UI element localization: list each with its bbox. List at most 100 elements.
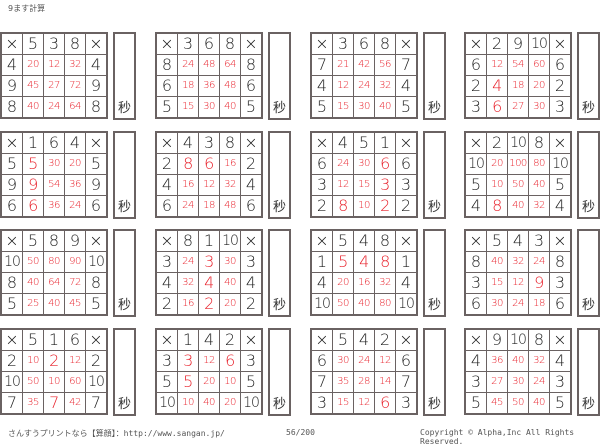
row-number: 10 bbox=[0, 371, 23, 393]
times-sign: × bbox=[0, 328, 23, 351]
row-number: 10 bbox=[85, 371, 108, 393]
product-answer: 12 bbox=[332, 174, 354, 196]
row-number: 3 bbox=[155, 350, 178, 372]
column-number: 10 bbox=[507, 131, 529, 154]
row-number: 5 bbox=[155, 96, 178, 119]
product-answer: 6 bbox=[486, 96, 508, 119]
product-answer: 27 bbox=[43, 75, 65, 97]
product-answer: 2 bbox=[43, 350, 65, 372]
times-sign: × bbox=[310, 328, 333, 351]
seconds-label: 秒 bbox=[272, 200, 286, 215]
times-sign: × bbox=[240, 32, 263, 55]
product-answer: 24 bbox=[43, 96, 65, 119]
column-number: 3 bbox=[177, 32, 199, 55]
product-answer: 36 bbox=[43, 195, 65, 218]
row-number: 9 bbox=[85, 75, 108, 97]
times-sign: × bbox=[155, 229, 178, 252]
row-number: 4 bbox=[0, 54, 23, 76]
product-answer: 18 bbox=[528, 293, 550, 316]
row-number: 7 bbox=[310, 54, 333, 76]
product-answer: 8 bbox=[374, 251, 396, 273]
column-number: 1 bbox=[374, 131, 396, 154]
product-answer: 6 bbox=[374, 153, 396, 175]
product-answer: 6 bbox=[198, 153, 220, 175]
column-number: 2 bbox=[374, 328, 396, 351]
row-number: 9 bbox=[0, 174, 23, 196]
seconds-label: 秒 bbox=[581, 200, 595, 215]
column-number: 6 bbox=[64, 328, 86, 351]
product-answer: 6 bbox=[219, 350, 241, 372]
product-answer: 25 bbox=[22, 293, 44, 316]
product-answer: 2 bbox=[198, 293, 220, 316]
row-number: 7 bbox=[395, 54, 418, 76]
row-number: 3 bbox=[464, 272, 487, 294]
row-number: 5 bbox=[0, 293, 23, 316]
product-answer: 32 bbox=[219, 174, 241, 196]
product-answer: 36 bbox=[486, 350, 508, 372]
product-answer: 45 bbox=[64, 293, 86, 316]
row-number: 10 bbox=[240, 392, 263, 415]
product-answer: 9 bbox=[528, 272, 550, 294]
product-answer: 50 bbox=[332, 293, 354, 316]
product-answer: 50 bbox=[507, 392, 529, 415]
column-number: 8 bbox=[374, 32, 396, 55]
row-number: 3 bbox=[395, 392, 418, 415]
seconds-label: 秒 bbox=[427, 298, 441, 313]
product-answer: 15 bbox=[332, 96, 354, 119]
product-answer: 60 bbox=[528, 54, 550, 76]
row-number: 3 bbox=[549, 272, 572, 294]
product-answer: 32 bbox=[64, 54, 86, 76]
product-answer: 64 bbox=[43, 272, 65, 294]
row-number: 2 bbox=[310, 195, 333, 218]
column-number: 10 bbox=[507, 328, 529, 351]
row-number: 3 bbox=[240, 251, 263, 273]
product-answer: 20 bbox=[219, 293, 241, 316]
seconds-box: 秒 bbox=[113, 131, 136, 219]
row-number: 10 bbox=[85, 251, 108, 273]
row-number: 7 bbox=[0, 392, 23, 415]
row-number: 5 bbox=[549, 392, 572, 415]
column-number: 8 bbox=[374, 229, 396, 252]
product-answer: 30 bbox=[219, 251, 241, 273]
row-number: 10 bbox=[395, 293, 418, 316]
times-sign: × bbox=[549, 229, 572, 252]
product-answer: 20 bbox=[219, 392, 241, 415]
row-number: 2 bbox=[155, 293, 178, 316]
column-number: 8 bbox=[528, 131, 550, 154]
product-answer: 40 bbox=[43, 293, 65, 316]
product-answer: 50 bbox=[22, 251, 44, 273]
product-answer: 4 bbox=[486, 75, 508, 97]
product-answer: 32 bbox=[177, 272, 199, 294]
row-number: 3 bbox=[464, 371, 487, 393]
product-answer: 15 bbox=[177, 96, 199, 119]
row-number: 2 bbox=[240, 153, 263, 175]
seconds-label: 秒 bbox=[581, 101, 595, 116]
row-number: 4 bbox=[155, 272, 178, 294]
product-answer: 24 bbox=[332, 153, 354, 175]
column-number: 9 bbox=[486, 328, 508, 351]
row-number: 6 bbox=[549, 54, 572, 76]
row-number: 4 bbox=[310, 272, 333, 294]
row-number: 7 bbox=[310, 371, 333, 393]
product-answer: 40 bbox=[353, 293, 375, 316]
row-number: 8 bbox=[0, 96, 23, 119]
row-number: 2 bbox=[395, 195, 418, 218]
seconds-box: 秒 bbox=[577, 229, 600, 317]
product-answer: 10 bbox=[353, 195, 375, 218]
seconds-label: 秒 bbox=[117, 298, 131, 313]
row-number: 9 bbox=[85, 174, 108, 196]
seconds-label: 秒 bbox=[117, 200, 131, 215]
row-number: 5 bbox=[85, 153, 108, 175]
product-answer: 40 bbox=[507, 350, 529, 372]
column-number: 5 bbox=[22, 328, 44, 351]
row-number: 2 bbox=[464, 75, 487, 97]
product-answer: 30 bbox=[43, 153, 65, 175]
product-answer: 10 bbox=[43, 371, 65, 393]
seconds-box: 秒 bbox=[577, 32, 600, 120]
product-answer: 32 bbox=[507, 251, 529, 273]
seconds-label: 秒 bbox=[117, 101, 131, 116]
row-number: 6 bbox=[85, 195, 108, 218]
